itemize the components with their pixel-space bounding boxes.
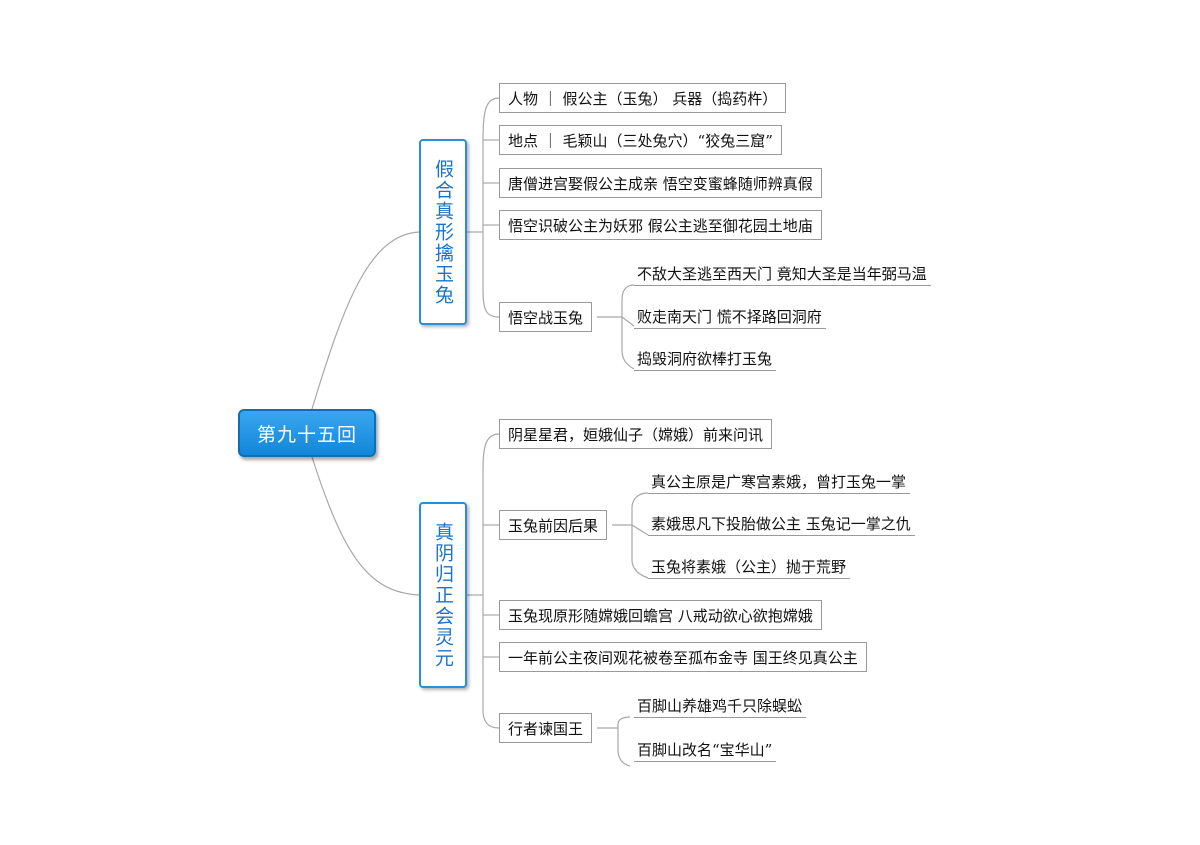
subtopic-label: 悟空战玉兔 xyxy=(508,308,584,327)
leaf-roosters[interactable]: 百脚山养雄鸡千只除蜈蚣 xyxy=(634,694,807,718)
subtopic-label: 玉兔现原形随嫦娥回蟾宫 八戒动欲心欲抱嫦娥 xyxy=(508,606,813,625)
leaf-return-cave[interactable]: 败走南天门 慌不择路回洞府 xyxy=(634,305,826,329)
leaf-label: 真公主原是广寒宫素娥，曾打玉兔一掌 xyxy=(651,473,907,491)
subtopic-identify-demon[interactable]: 悟空识破公主为妖邪 假公主逃至御花园土地庙 xyxy=(499,210,822,240)
subtopic-label: 玉兔前因后果 xyxy=(508,516,599,535)
leaf-reincarnation[interactable]: 素娥思凡下投胎做公主 玉兔记一掌之仇 xyxy=(648,512,915,536)
leaf-label: 不敌大圣逃至西天门 竟知大圣是当年弼马温 xyxy=(637,265,927,283)
leaf-rename-mountain[interactable]: 百脚山改名“宝华山” xyxy=(634,738,777,762)
leaf-abandoned[interactable]: 玉兔将素娥（公主）抛于荒野 xyxy=(648,555,851,579)
subtopic-label: 唐僧进宫娶假公主成亲 悟空变蜜蜂随师辨真假 xyxy=(508,174,813,193)
branch-topic-1[interactable]: 假合真形擒玉兔 xyxy=(419,139,467,325)
leaf-destroy-cave[interactable]: 捣毁洞府欲棒打玉兔 xyxy=(634,347,777,371)
subtopic-moon-goddess[interactable]: 阴星星君，姮娥仙子（嫦娥）前来问讯 xyxy=(499,419,773,449)
leaf-label: 百脚山改名“宝华山” xyxy=(637,741,773,759)
leaf-label: 百脚山养雄鸡千只除蜈蚣 xyxy=(637,697,803,715)
branch-topic-2-label: 真阴归正会灵元 xyxy=(432,521,454,669)
subtopic-backstory[interactable]: 玉兔前因后果 xyxy=(499,510,608,540)
subtopic-label: 行者谏国王 xyxy=(508,719,584,738)
subtopic-label: 地点 ｜ 毛颖山（三处兔穴）“狡兔三窟” xyxy=(508,131,773,150)
root-topic-label: 第九十五回 xyxy=(256,423,357,446)
subtopic-characters[interactable]: 人物 ｜ 假公主（玉兔） 兵器（捣药杵） xyxy=(499,83,787,113)
branch-topic-2[interactable]: 真阴归正会灵元 xyxy=(419,502,467,688)
leaf-label: 玉兔将素娥（公主）抛于荒野 xyxy=(651,558,847,576)
leaf-label: 捣毁洞府欲棒打玉兔 xyxy=(637,350,773,368)
subtopic-true-form[interactable]: 玉兔现原形随嫦娥回蟾宫 八戒动欲心欲抱嫦娥 xyxy=(499,600,822,630)
subtopic-label: 阴星星君，姮娥仙子（嫦娥）前来问讯 xyxy=(508,425,764,444)
subtopic-fight-rabbit[interactable]: 悟空战玉兔 xyxy=(499,302,593,332)
leaf-label: 素娥思凡下投胎做公主 玉兔记一掌之仇 xyxy=(651,515,911,533)
subtopic-advise-king[interactable]: 行者谏国王 xyxy=(499,713,593,743)
leaf-flee-west-gate[interactable]: 不敌大圣逃至西天门 竟知大圣是当年弼马温 xyxy=(634,262,931,286)
subtopic-label: 悟空识破公主为妖邪 假公主逃至御花园土地庙 xyxy=(508,216,813,235)
root-topic[interactable]: 第九十五回 xyxy=(238,409,376,457)
branch-topic-1-label: 假合真形擒玉兔 xyxy=(432,158,454,306)
subtopic-label: 一年前公主夜间观花被卷至孤布金寺 国王终见真公主 xyxy=(508,648,858,667)
leaf-true-princess[interactable]: 真公主原是广寒宫素娥，曾打玉兔一掌 xyxy=(648,470,911,494)
subtopic-princess-found[interactable]: 一年前公主夜间观花被卷至孤布金寺 国王终见真公主 xyxy=(499,642,867,672)
subtopic-location[interactable]: 地点 ｜ 毛颖山（三处兔穴）“狡兔三窟” xyxy=(499,125,782,155)
subtopic-label: 人物 ｜ 假公主（玉兔） 兵器（捣药杵） xyxy=(508,89,778,108)
subtopic-wedding[interactable]: 唐僧进宫娶假公主成亲 悟空变蜜蜂随师辨真假 xyxy=(499,168,822,198)
leaf-label: 败走南天门 慌不择路回洞府 xyxy=(637,308,822,326)
